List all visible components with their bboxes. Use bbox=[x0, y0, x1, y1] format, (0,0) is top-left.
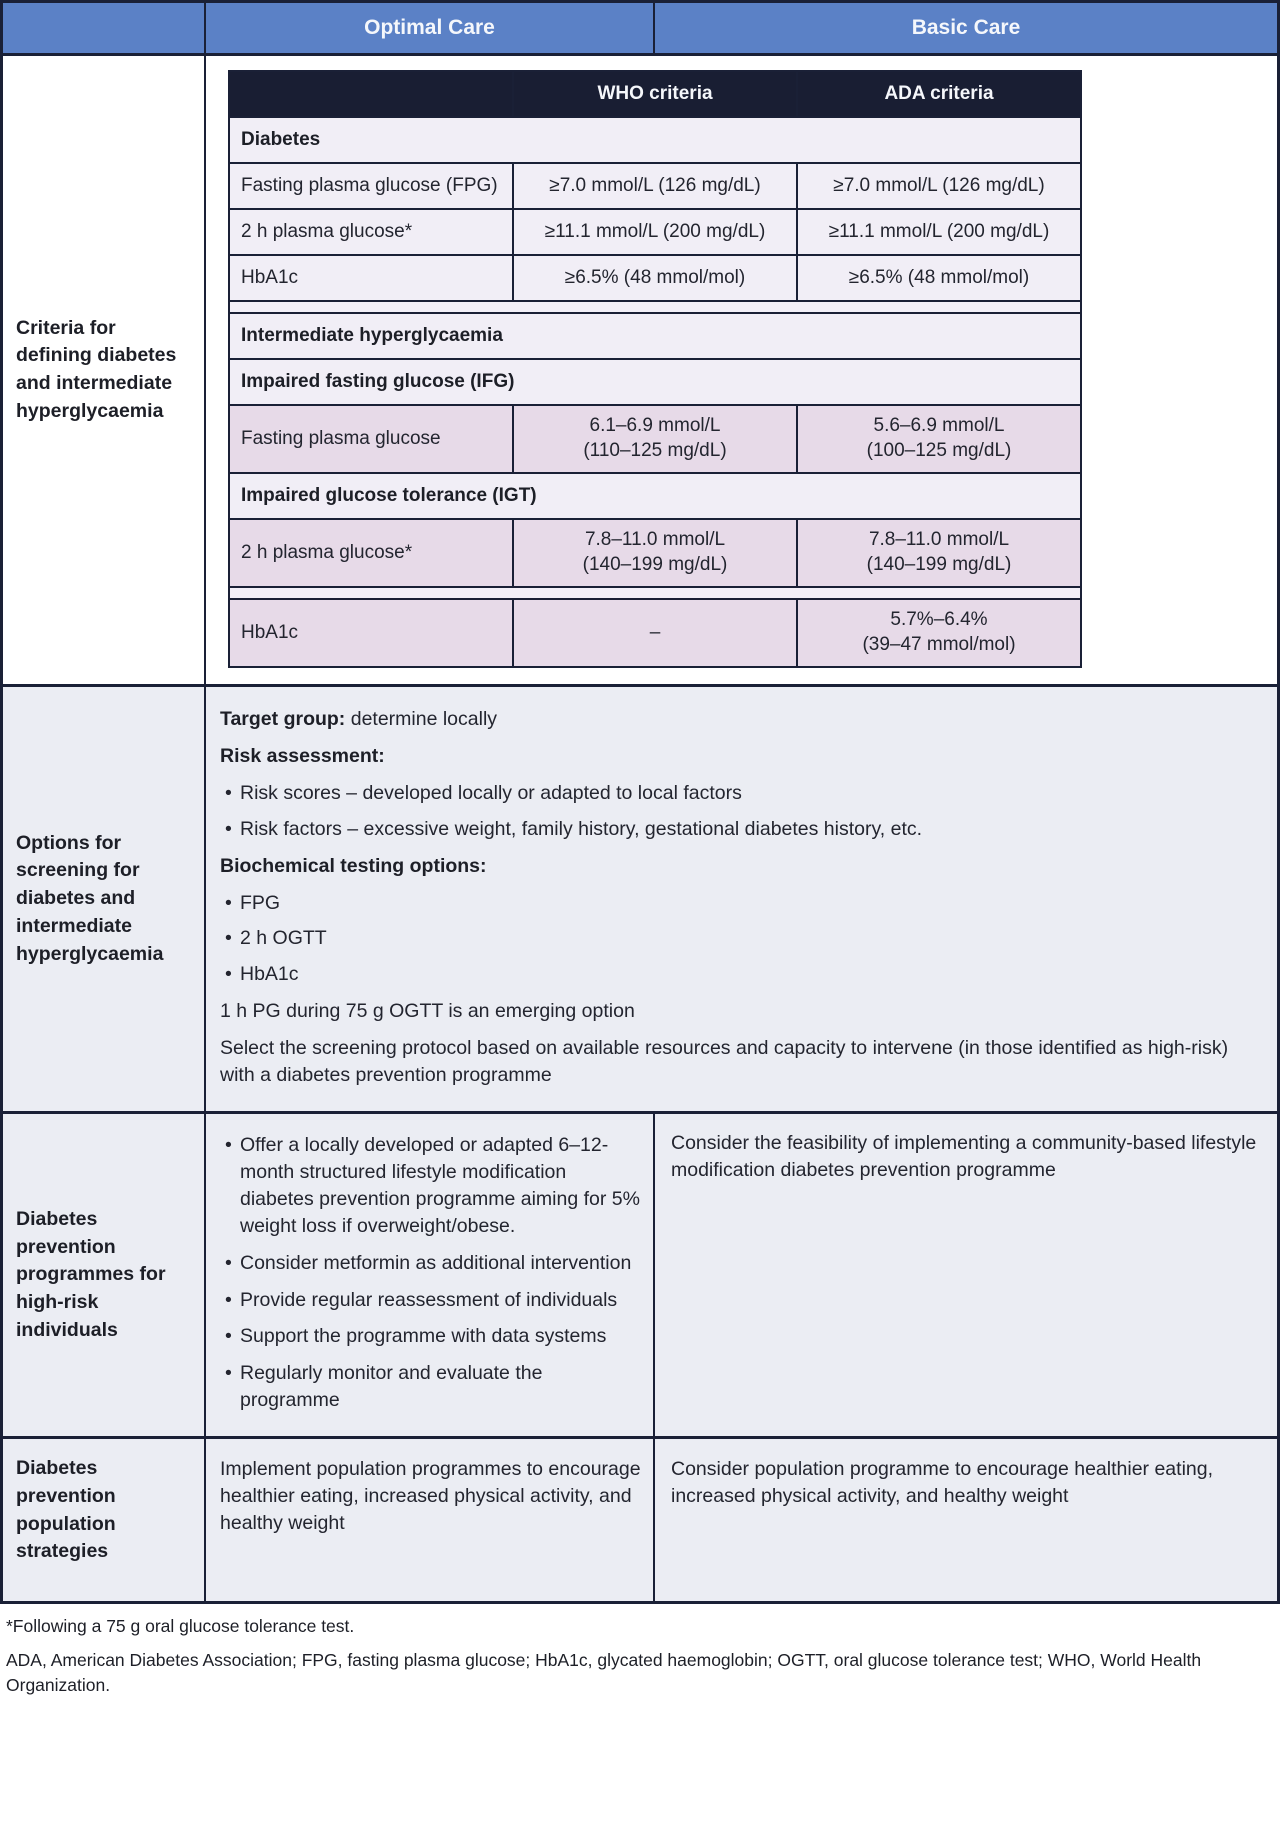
risk-bullet-list: Risk scores – developed locally or adapt… bbox=[220, 780, 1263, 843]
row-label-prevention: Diabetes prevention programmes for high-… bbox=[3, 1113, 206, 1437]
list-item: Regularly monitor and evaluate the progr… bbox=[220, 1360, 641, 1414]
list-item: FPG bbox=[220, 890, 1263, 917]
population-content: Implement population programmes to encou… bbox=[206, 1439, 1277, 1602]
table-row: 2 h plasma glucose* ≥11.1 mmol/L (200 mg… bbox=[230, 210, 1080, 256]
population-optimal-cell: Implement population programmes to encou… bbox=[206, 1439, 655, 1602]
population-strategies-row: Diabetes prevention population strategie… bbox=[3, 1439, 1277, 1602]
screening-row: Options for screening for diabetes and i… bbox=[3, 687, 1277, 1114]
2h-glucose-who-value: ≥11.1 mmol/L (200 mg/dL) bbox=[514, 210, 798, 254]
fpg-who-value: ≥7.0 mmol/L (126 mg/dL) bbox=[514, 164, 798, 208]
abbreviations-footnote: ADA, American Diabetes Association; FPG,… bbox=[6, 1649, 1202, 1695]
ada-criteria-header: ADA criteria bbox=[884, 82, 994, 104]
list-item: 2 h OGTT bbox=[220, 925, 1263, 952]
criteria-table-header: WHO criteria ADA criteria bbox=[230, 72, 1080, 118]
igt-ada-value: 7.8–11.0 mmol/L (140–199 mg/dL) bbox=[866, 529, 1012, 575]
diabetes-subheader: Diabetes bbox=[241, 129, 321, 150]
spacer-row bbox=[230, 302, 1080, 314]
optimal-care-header: Optimal Care bbox=[206, 3, 655, 53]
criteria-header-empty-cell bbox=[230, 72, 514, 116]
emerging-option-note: 1 h PG during 75 g OGTT is an emerging o… bbox=[220, 1000, 635, 1023]
care-comparison-table: Optimal Care Basic Care Criteria for def… bbox=[0, 0, 1280, 1604]
list-item: HbA1c bbox=[220, 961, 1263, 988]
hba1c-ada-value: ≥6.5% (48 mmol/mol) bbox=[848, 266, 1030, 288]
ifg-fpg-label: Fasting plasma glucose bbox=[230, 406, 514, 472]
list-item: Offer a locally developed or adapted 6–1… bbox=[220, 1132, 641, 1240]
intermediate-subheader: Intermediate hyperglycaemia bbox=[241, 325, 503, 346]
diabetes-subheader-row: Diabetes bbox=[230, 118, 1080, 164]
igt-who-value: 7.8–11.0 mmol/L (140–199 mg/dL) bbox=[514, 520, 798, 586]
who-criteria-header: WHO criteria bbox=[514, 72, 798, 116]
list-item: Support the programme with data systems bbox=[220, 1323, 641, 1350]
list-item: Risk factors – excessive weight, family … bbox=[220, 816, 1263, 843]
prevention-bullet-list: Offer a locally developed or adapted 6–1… bbox=[220, 1132, 641, 1414]
ifg-subheader: Impaired fasting glucose (IFG) bbox=[241, 371, 515, 392]
target-group-line: Target group: determine locally bbox=[220, 706, 1263, 733]
intermediate-hba1c-who-value: – bbox=[514, 600, 798, 666]
prevention-content: Offer a locally developed or adapted 6–1… bbox=[206, 1113, 1277, 1437]
table-row: 2 h plasma glucose* 7.8–11.0 mmol/L (140… bbox=[230, 520, 1080, 588]
header-corner-cell bbox=[3, 3, 206, 53]
table-header-row: Optimal Care Basic Care bbox=[3, 3, 1277, 56]
igt-subheader-row: Impaired glucose tolerance (IGT) bbox=[230, 474, 1080, 520]
criteria-row: Criteria for defining diabetes and inter… bbox=[3, 56, 1277, 687]
igt-2h-label: 2 h plasma glucose* bbox=[230, 520, 514, 586]
footnotes: *Following a 75 g oral glucose tolerance… bbox=[0, 1604, 1280, 1698]
prevention-basic-cell: Consider the feasibility of implementing… bbox=[671, 1131, 1257, 1181]
ifg-subheader-row: Impaired fasting glucose (IFG) bbox=[230, 360, 1080, 406]
row-label-screening: Options for screening for diabetes and i… bbox=[3, 687, 206, 1111]
table-row: Fasting plasma glucose (FPG) ≥7.0 mmol/L… bbox=[230, 164, 1080, 210]
prevention-programmes-row: Diabetes prevention programmes for high-… bbox=[3, 1113, 1277, 1440]
protocol-selection-note: Select the screening protocol based on a… bbox=[220, 1037, 1229, 1087]
table-row: Fasting plasma glucose 6.1–6.9 mmol/L (1… bbox=[230, 406, 1080, 474]
biochemical-bullet-list: FPG 2 h OGTT HbA1c bbox=[220, 890, 1263, 989]
criteria-content: WHO criteria ADA criteria Diabetes Fasti… bbox=[206, 56, 1277, 684]
table-row: HbA1c ≥6.5% (48 mmol/mol) ≥6.5% (48 mmol… bbox=[230, 256, 1080, 302]
fpg-ada-value: ≥7.0 mmol/L (126 mg/dL) bbox=[833, 174, 1045, 196]
table-row: HbA1c – 5.7%–6.4% (39–47 mmol/mol) bbox=[230, 600, 1080, 666]
intermediate-hba1c-ada-value: 5.7%–6.4% (39–47 mmol/mol) bbox=[862, 609, 1016, 655]
risk-assessment-label: Risk assessment: bbox=[220, 744, 385, 767]
list-item: Provide regular reassessment of individu… bbox=[220, 1287, 641, 1314]
intermediate-subheader-row: Intermediate hyperglycaemia bbox=[230, 314, 1080, 360]
hba1c-who-value: ≥6.5% (48 mmol/mol) bbox=[514, 256, 798, 300]
igt-subheader: Impaired glucose tolerance (IGT) bbox=[241, 485, 537, 506]
basic-care-header: Basic Care bbox=[911, 16, 1021, 39]
target-group-value: determine locally bbox=[350, 708, 498, 730]
population-basic-cell: Consider population programme to encoura… bbox=[671, 1458, 1214, 1508]
row-label-criteria: Criteria for defining diabetes and inter… bbox=[3, 56, 206, 684]
intermediate-hba1c-label: HbA1c bbox=[230, 600, 514, 666]
criteria-inner-table: WHO criteria ADA criteria Diabetes Fasti… bbox=[228, 70, 1082, 668]
list-item: Risk scores – developed locally or adapt… bbox=[220, 780, 1263, 807]
fpg-label: Fasting plasma glucose (FPG) bbox=[230, 164, 514, 208]
list-item: Consider metformin as additional interve… bbox=[220, 1250, 641, 1277]
spacer-row bbox=[230, 588, 1080, 600]
hba1c-label: HbA1c bbox=[230, 256, 514, 300]
prevention-optimal-cell: Offer a locally developed or adapted 6–1… bbox=[206, 1113, 655, 1437]
ifg-ada-value: 5.6–6.9 mmol/L (100–125 mg/dL) bbox=[866, 415, 1012, 461]
screening-content: Target group: determine locally Risk ass… bbox=[206, 687, 1277, 1111]
2h-glucose-label: 2 h plasma glucose* bbox=[230, 210, 514, 254]
target-group-label: Target group: bbox=[220, 708, 346, 730]
biochemical-testing-label: Biochemical testing options: bbox=[220, 854, 487, 877]
ifg-who-value: 6.1–6.9 mmol/L (110–125 mg/dL) bbox=[514, 406, 798, 472]
asterisk-footnote: *Following a 75 g oral glucose tolerance… bbox=[6, 1616, 355, 1637]
2h-glucose-ada-value: ≥11.1 mmol/L (200 mg/dL) bbox=[828, 220, 1050, 242]
row-label-population: Diabetes prevention population strategie… bbox=[3, 1439, 206, 1602]
